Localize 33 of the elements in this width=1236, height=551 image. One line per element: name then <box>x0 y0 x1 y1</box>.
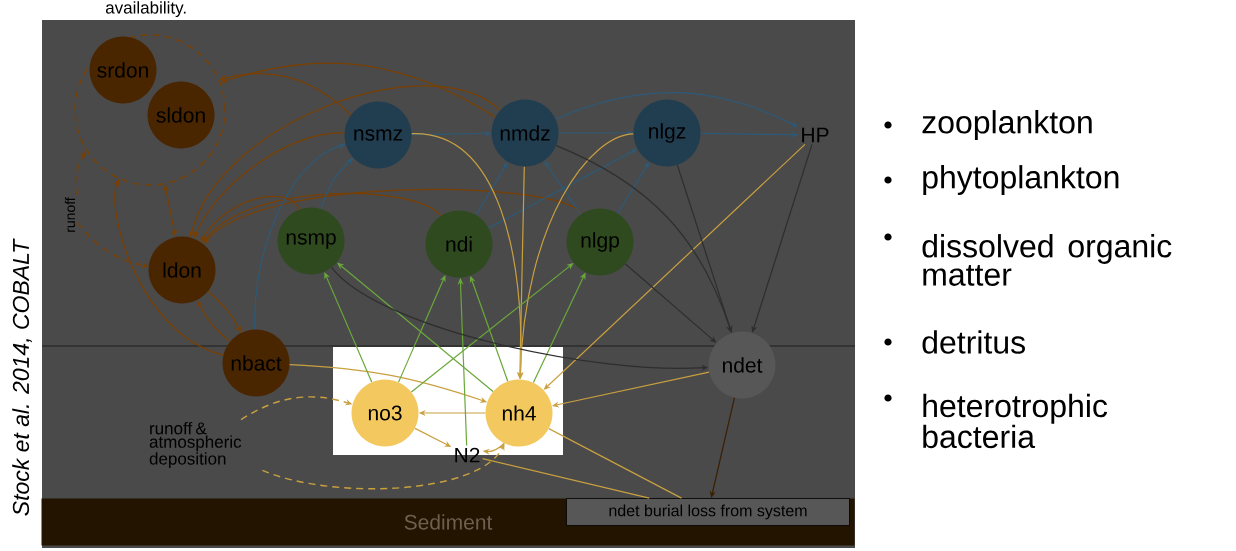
node-label: HP <box>802 127 829 143</box>
circle-node: ndet <box>708 331 776 399</box>
text-box: ndet burial loss from system <box>566 498 850 526</box>
circle-node: nbact <box>222 329 290 397</box>
arrow <box>113 179 224 356</box>
arrow <box>751 143 813 333</box>
arrow <box>197 300 231 343</box>
side-label: runoff <box>64 197 76 232</box>
circle-node: nh4 <box>485 379 553 447</box>
arrow <box>337 262 494 393</box>
arrow <box>676 164 733 333</box>
circle-node: ndi <box>425 210 493 278</box>
circle-node: no3 <box>351 379 419 447</box>
heading-fragment: availability. <box>105 1 186 18</box>
circle-node: nmdz <box>491 99 559 167</box>
circle-node: nlgp <box>566 208 634 276</box>
arrow <box>203 188 583 244</box>
circle-node: srdon <box>89 36 157 104</box>
citation: Stock et al. 2014, COBALT <box>12 238 32 516</box>
circle-node: ldon <box>148 236 216 304</box>
list-item: detritus <box>922 330 1025 354</box>
circle-node: nsmz <box>344 101 412 169</box>
list-item: heterotrophic bacteria <box>923 393 1108 449</box>
circle-node: nlgz <box>633 99 701 167</box>
list-item: phytoplankton <box>923 165 1119 195</box>
list-item: dissolved organic matter <box>922 234 1172 286</box>
source-label: runoff & atmospheric deposition <box>149 421 242 469</box>
arrow <box>207 290 241 333</box>
circle-node: nsmp <box>277 207 345 275</box>
list-item: zooplankton <box>922 110 1092 140</box>
arrow <box>475 162 508 216</box>
dashed-circle <box>74 34 226 186</box>
circle-node: sldon <box>147 81 215 149</box>
